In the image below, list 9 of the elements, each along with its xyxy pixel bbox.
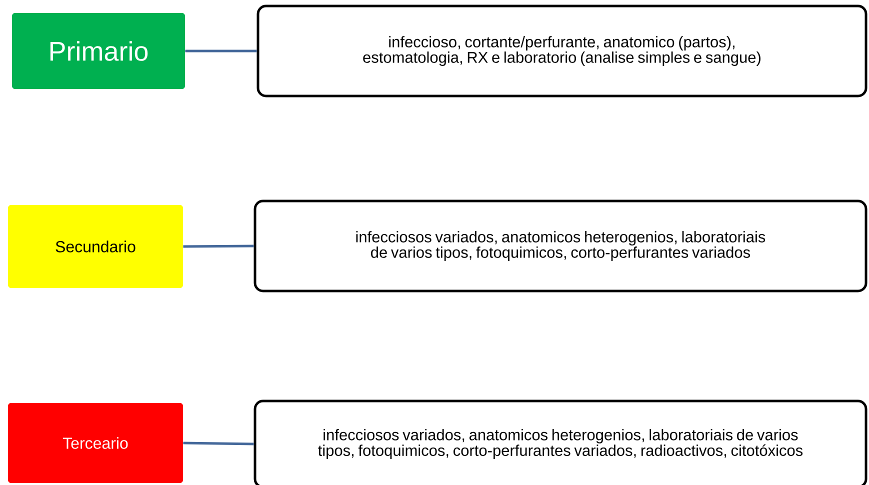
level-box: Terceario [8,403,183,483]
connector-line [183,244,254,248]
description-box: infeccioso, cortante/perfurante, anatomico (partos), estomatologia, RX e laboratorio (analise simples e sangue) [256,4,868,98]
description-box: infecciosos variados, anatomicos heterogenios, laboratoriais de varios tipos, fotoquimicos, corto-perfurantes variados [254,200,868,292]
connector-line [185,50,257,52]
level-box: Primario [12,13,185,89]
description-box: infecciosos variados, anatomicos heterogenios, laboratoriais de varios tipos, fotoquimicos, corto-perfurantes variados, radioactivos, citotóxicos [254,400,868,485]
connector-line [183,442,254,446]
level-box: Secundario [8,205,183,288]
